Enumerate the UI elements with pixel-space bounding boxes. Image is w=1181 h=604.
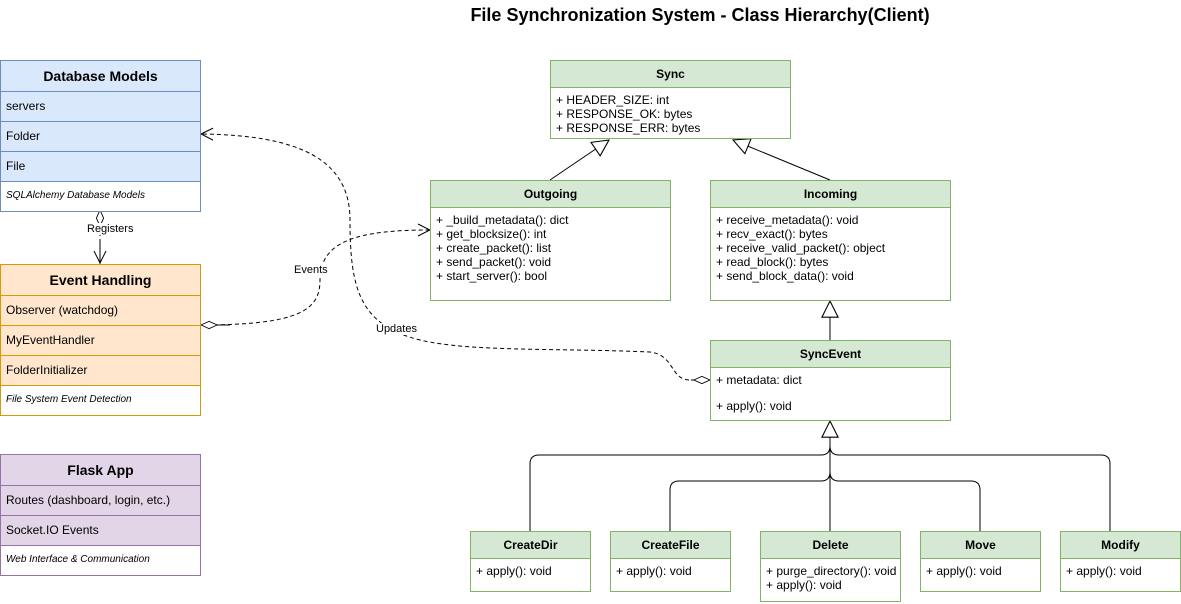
member: + RESPONSE_ERR: bytes bbox=[556, 121, 701, 135]
member: + read_block(): bytes bbox=[716, 255, 829, 269]
database-model-file[interactable]: File bbox=[1, 152, 200, 182]
event-handling-note: File System Event Detection bbox=[1, 386, 200, 415]
member: + create_packet(): list bbox=[436, 241, 552, 255]
edge-incoming-sync bbox=[733, 140, 831, 181]
class-createdir[interactable]: CreateDir + apply(): void bbox=[470, 531, 591, 592]
class-syncevent[interactable]: SyncEvent + metadata: dict + apply(): vo… bbox=[710, 340, 951, 421]
class-createfile-members: + apply(): void bbox=[611, 559, 730, 578]
label-registers: Registers bbox=[86, 223, 135, 235]
member: + get_blocksize(): int bbox=[436, 227, 547, 241]
edge-events bbox=[199, 230, 430, 326]
class-sync-members: + HEADER_SIZE: int + RESPONSE_OK: bytes … bbox=[551, 88, 790, 135]
class-modify-members: + apply(): void bbox=[1061, 559, 1180, 578]
class-delete-name: Delete bbox=[761, 532, 900, 559]
class-syncevent-name: SyncEvent bbox=[711, 341, 950, 368]
edge-outgoing-sync bbox=[549, 140, 609, 181]
event-handler[interactable]: MyEventHandler bbox=[1, 326, 200, 356]
database-models-title: Database Models bbox=[1, 61, 200, 92]
member: + send_block_data(): void bbox=[716, 269, 854, 283]
member: + recv_exact(): bytes bbox=[716, 227, 828, 241]
class-modify-name: Modify bbox=[1061, 532, 1180, 559]
class-delete-members: + purge_directory(): void + apply(): voi… bbox=[761, 559, 900, 592]
class-syncevent-attributes: + metadata: dict bbox=[711, 368, 950, 387]
member: + apply(): void bbox=[716, 399, 792, 413]
member: + RESPONSE_OK: bytes bbox=[556, 107, 693, 121]
member: + apply(): void bbox=[766, 578, 842, 592]
class-move[interactable]: Move + apply(): void bbox=[920, 531, 1041, 592]
member: + start_server(): bool bbox=[436, 269, 548, 283]
class-createfile-name: CreateFile bbox=[611, 532, 730, 559]
class-createdir-name: CreateDir bbox=[471, 532, 590, 559]
flask-routes[interactable]: Routes (dashboard, login, etc.) bbox=[1, 486, 200, 516]
member: + receive_metadata(): void bbox=[716, 213, 859, 227]
event-handling-title: Event Handling bbox=[1, 265, 200, 296]
member: + metadata: dict bbox=[716, 373, 802, 387]
class-move-members: + apply(): void bbox=[921, 559, 1040, 578]
database-models-box[interactable]: Database Models servers Folder File SQLA… bbox=[0, 60, 201, 212]
event-handling-box[interactable]: Event Handling Observer (watchdog) MyEve… bbox=[0, 264, 201, 416]
member: + purge_directory(): void bbox=[766, 564, 897, 578]
label-events: Events bbox=[293, 264, 329, 276]
flask-app-box[interactable]: Flask App Routes (dashboard, login, etc.… bbox=[0, 454, 201, 576]
edge-updates bbox=[201, 134, 710, 381]
member: + apply(): void bbox=[616, 564, 692, 578]
class-sync-name: Sync bbox=[551, 61, 790, 88]
flask-app-note: Web Interface & Communication bbox=[1, 546, 200, 575]
member: + HEADER_SIZE: int bbox=[556, 93, 670, 107]
class-modify[interactable]: Modify + apply(): void bbox=[1060, 531, 1181, 592]
database-model-folder[interactable]: Folder bbox=[1, 122, 200, 152]
database-model-servers[interactable]: servers bbox=[1, 92, 200, 122]
edge-subclasses-syncevent bbox=[529, 421, 1111, 531]
class-createfile[interactable]: CreateFile + apply(): void bbox=[610, 531, 731, 592]
event-observer[interactable]: Observer (watchdog) bbox=[1, 296, 200, 326]
member: + receive_valid_packet(): object bbox=[716, 241, 886, 255]
class-incoming[interactable]: Incoming + receive_metadata(): void + re… bbox=[710, 180, 951, 301]
class-delete[interactable]: Delete + purge_directory(): void + apply… bbox=[760, 531, 901, 602]
class-outgoing[interactable]: Outgoing + _build_metadata(): dict + get… bbox=[430, 180, 671, 301]
member: + _build_metadata(): dict bbox=[436, 213, 569, 227]
member: + apply(): void bbox=[476, 564, 552, 578]
diagram-title: File Synchronization System - Class Hier… bbox=[470, 5, 930, 25]
class-outgoing-members: + _build_metadata(): dict + get_blocksiz… bbox=[431, 208, 670, 283]
member: + apply(): void bbox=[926, 564, 1002, 578]
label-updates: Updates bbox=[375, 323, 418, 335]
class-createdir-members: + apply(): void bbox=[471, 559, 590, 578]
class-syncevent-methods: + apply(): void bbox=[711, 387, 950, 413]
member: + apply(): void bbox=[1066, 564, 1142, 578]
member: + send_packet(): void bbox=[436, 255, 552, 269]
class-move-name: Move bbox=[921, 532, 1040, 559]
class-incoming-name: Incoming bbox=[711, 181, 950, 208]
class-sync[interactable]: Sync + HEADER_SIZE: int + RESPONSE_OK: b… bbox=[550, 60, 791, 139]
flask-socketio[interactable]: Socket.IO Events bbox=[1, 516, 200, 546]
class-outgoing-name: Outgoing bbox=[431, 181, 670, 208]
flask-app-title: Flask App bbox=[1, 455, 200, 486]
class-incoming-members: + receive_metadata(): void + recv_exact(… bbox=[711, 208, 950, 283]
database-models-note: SQLAlchemy Database Models bbox=[1, 182, 200, 211]
event-folder-initializer[interactable]: FolderInitializer bbox=[1, 356, 200, 386]
